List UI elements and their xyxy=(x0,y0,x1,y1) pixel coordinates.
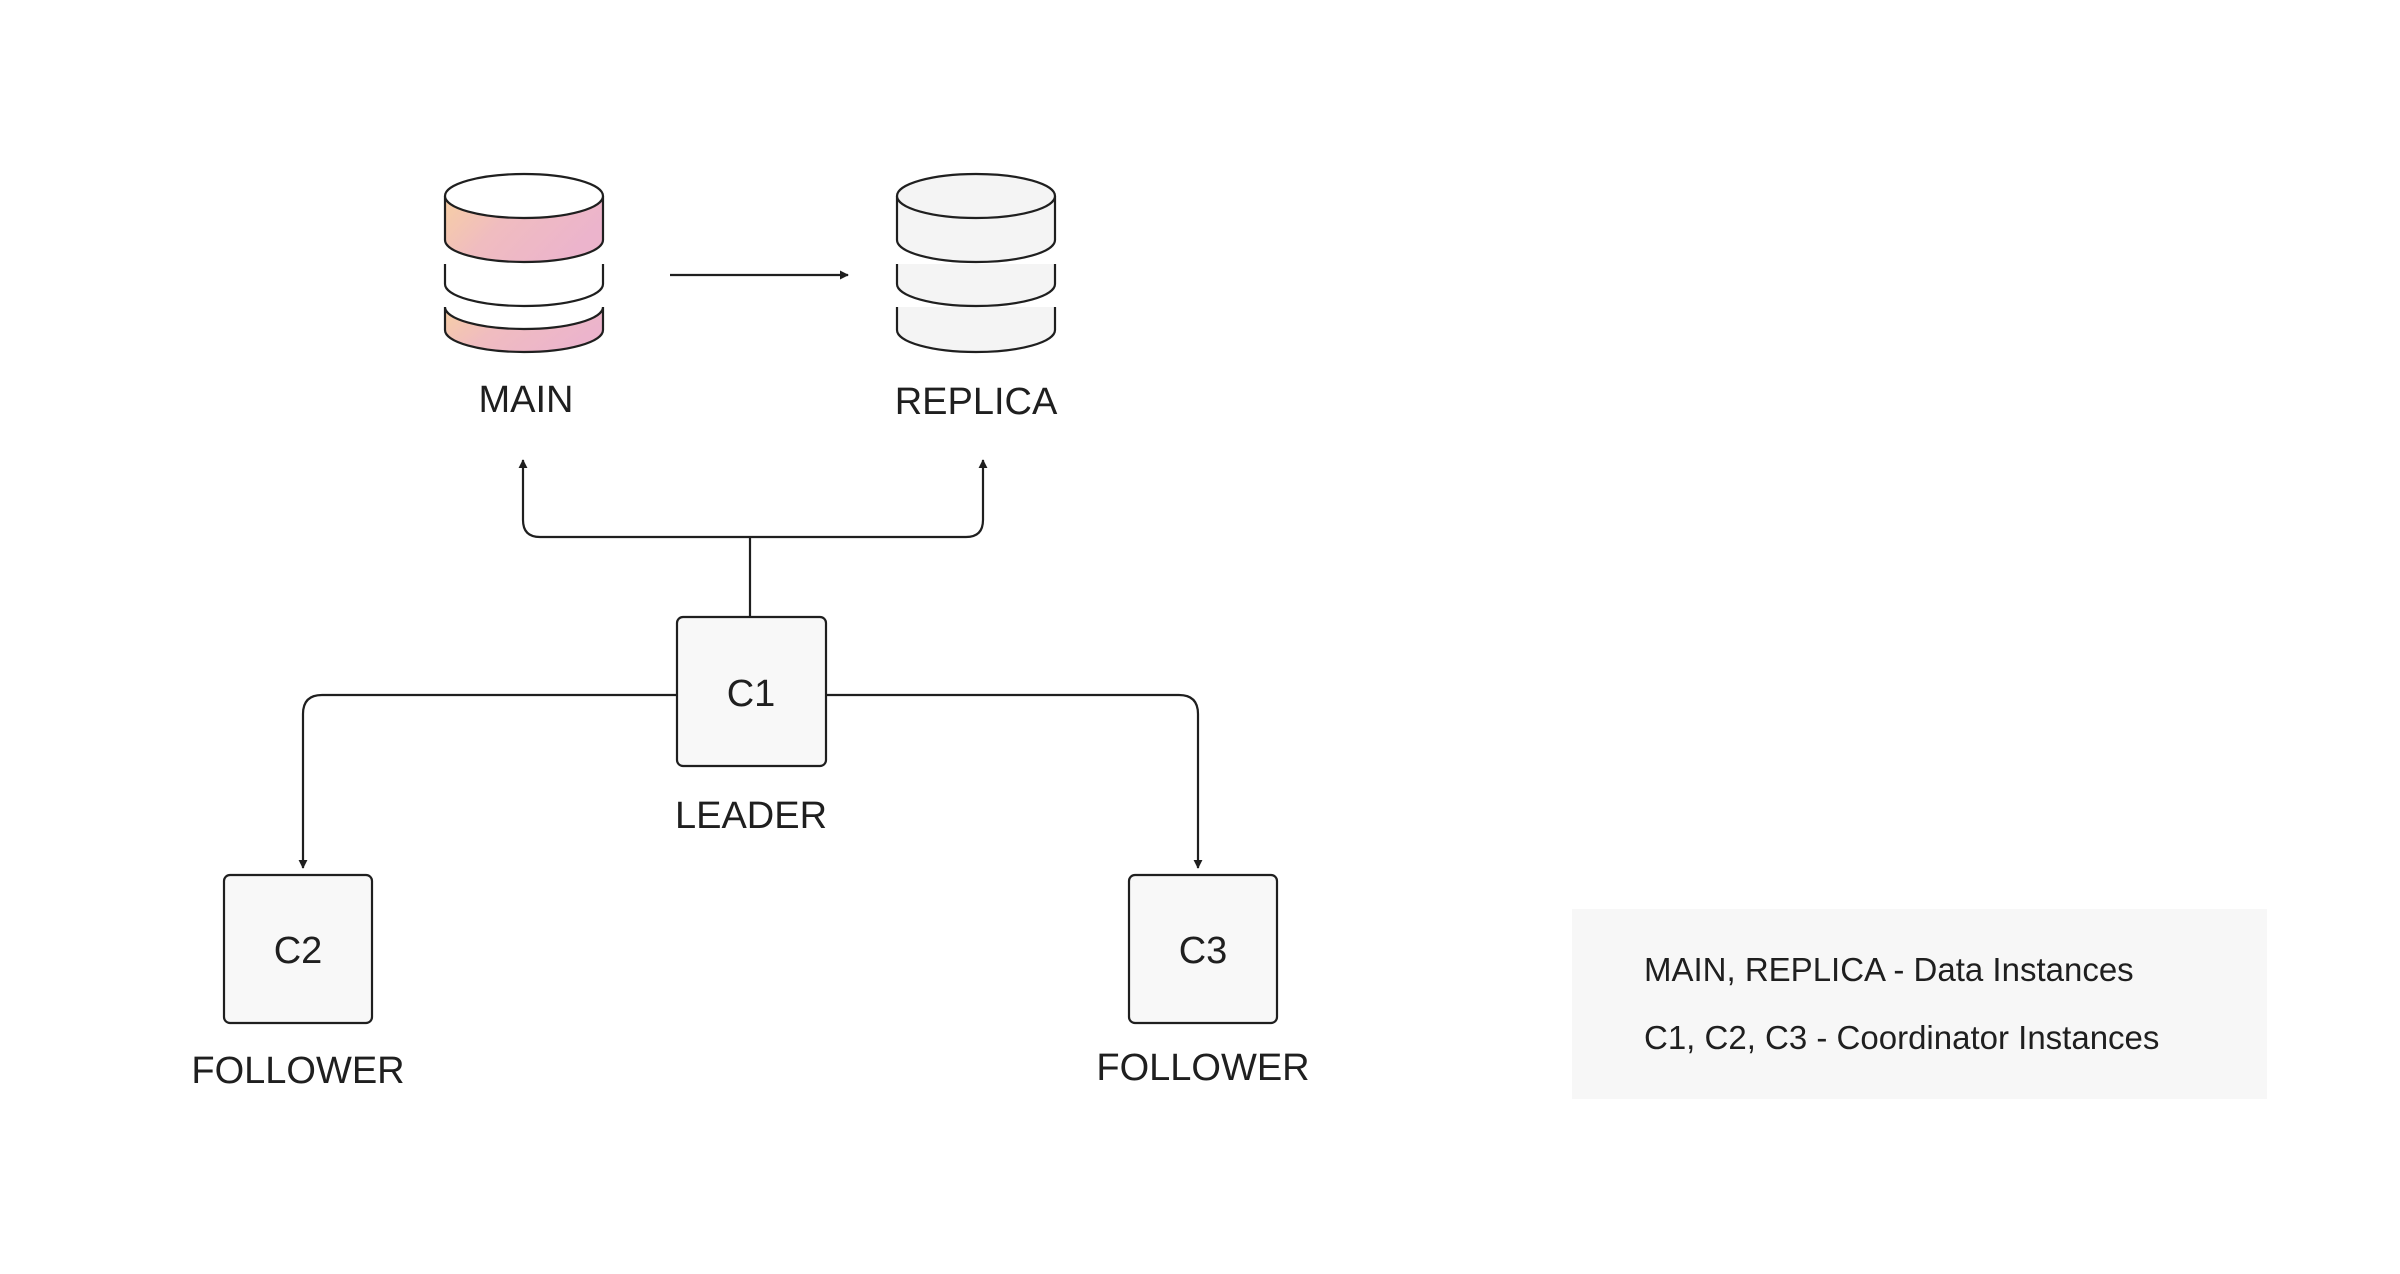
c3-role-label: FOLLOWER xyxy=(1096,1047,1309,1089)
c1-role-label: LEADER xyxy=(675,795,827,837)
c2-role-label: FOLLOWER xyxy=(191,1050,404,1092)
c3-name: C3 xyxy=(1179,930,1228,972)
c1-node: C1 xyxy=(675,615,828,768)
main-database-icon xyxy=(443,172,605,354)
legend-line-data-instances: MAIN, REPLICA - Data Instances xyxy=(1644,951,2134,988)
legend-box: MAIN, REPLICA - Data Instances C1, C2, C… xyxy=(1572,909,2267,1099)
leader-to-data-edges xyxy=(518,459,988,617)
main-label: MAIN xyxy=(479,379,574,421)
leader-to-follower-edges xyxy=(298,693,1203,869)
replica-database-icon xyxy=(895,172,1057,354)
c1-name: C1 xyxy=(727,673,776,715)
c2-name: C2 xyxy=(274,930,323,972)
c2-node: C2 xyxy=(222,873,374,1025)
replica-label: REPLICA xyxy=(895,381,1058,423)
legend-line-coordinator-instances: C1, C2, C3 - Coordinator Instances xyxy=(1644,1019,2159,1056)
c3-node: C3 xyxy=(1127,873,1279,1025)
